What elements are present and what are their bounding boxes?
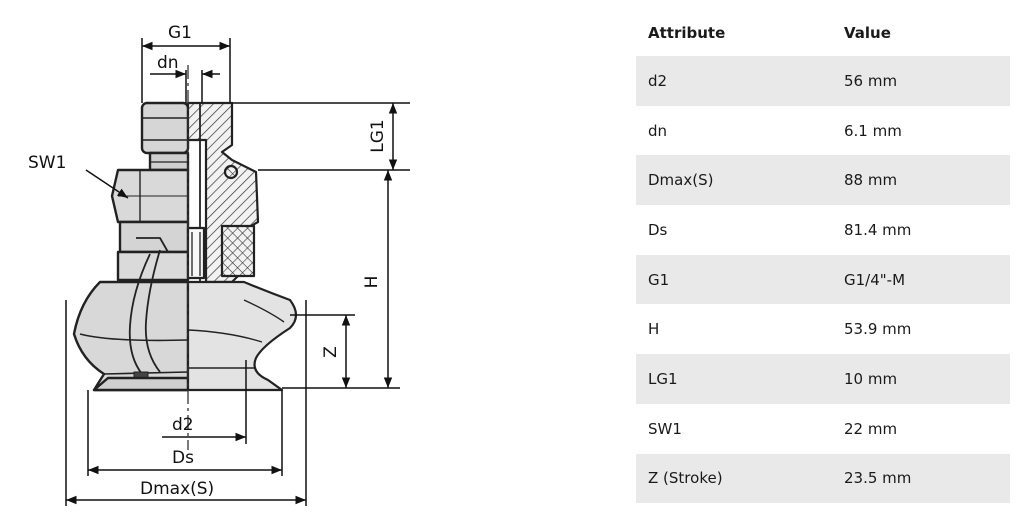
dn-label: dn — [157, 53, 179, 73]
attribute-cell: dn — [648, 121, 668, 140]
attribute-cell: Ds — [648, 220, 668, 239]
section-view — [186, 101, 298, 392]
value-cell: 23.5 mm — [832, 453, 1010, 504]
table-row: dn 6.1 mm — [636, 106, 1010, 156]
lg1-label: LG1 — [368, 119, 388, 152]
sw1-label: SW1 — [28, 153, 66, 173]
value-cell: 6.1 mm — [844, 121, 902, 140]
table-row: Z (Stroke)23.5 mm — [636, 453, 1010, 504]
value-cell: 56 mm — [832, 56, 1010, 106]
dmax-label: Dmax(S) — [140, 479, 214, 499]
g1-label: G1 — [168, 23, 192, 43]
z-label: Z — [321, 346, 341, 358]
suction-cup-body — [72, 101, 190, 392]
value-cell: 81.4 mm — [844, 220, 912, 239]
attribute-cell: G1 — [636, 254, 832, 305]
technical-drawing: G1 dn SW1 LG1 H Z d2 Ds Dmax(S) — [28, 23, 410, 506]
value-cell: G1/4"-M — [832, 254, 1010, 305]
dimension-lines — [65, 38, 410, 506]
attribute-cell: d2 — [636, 56, 832, 106]
table-row: H 53.9 mm — [636, 304, 1010, 354]
attribute-cell: SW1 — [648, 419, 682, 438]
table-header-row: Attribute Value — [636, 10, 1010, 56]
attribute-cell: Z (Stroke) — [636, 453, 832, 504]
table-row: SW1 22 mm — [636, 404, 1010, 454]
attribute-cell: LG1 — [636, 354, 832, 404]
table-row: Ds 81.4 mm — [636, 205, 1010, 255]
value-cell: 10 mm — [832, 354, 1010, 404]
ds-label: Ds — [172, 448, 194, 468]
attribute-column-header: Attribute — [648, 24, 726, 42]
attribute-cell: Dmax(S) — [636, 155, 832, 206]
value-cell: 53.9 mm — [844, 320, 912, 339]
value-cell: 22 mm — [844, 419, 898, 438]
value-cell: 88 mm — [832, 155, 1010, 206]
h-label: H — [362, 276, 382, 289]
table-row: Dmax(S)88 mm — [636, 155, 1010, 206]
value-column-header: Value — [844, 24, 891, 42]
attribute-cell: H — [648, 320, 660, 339]
d2-label: d2 — [172, 415, 194, 435]
